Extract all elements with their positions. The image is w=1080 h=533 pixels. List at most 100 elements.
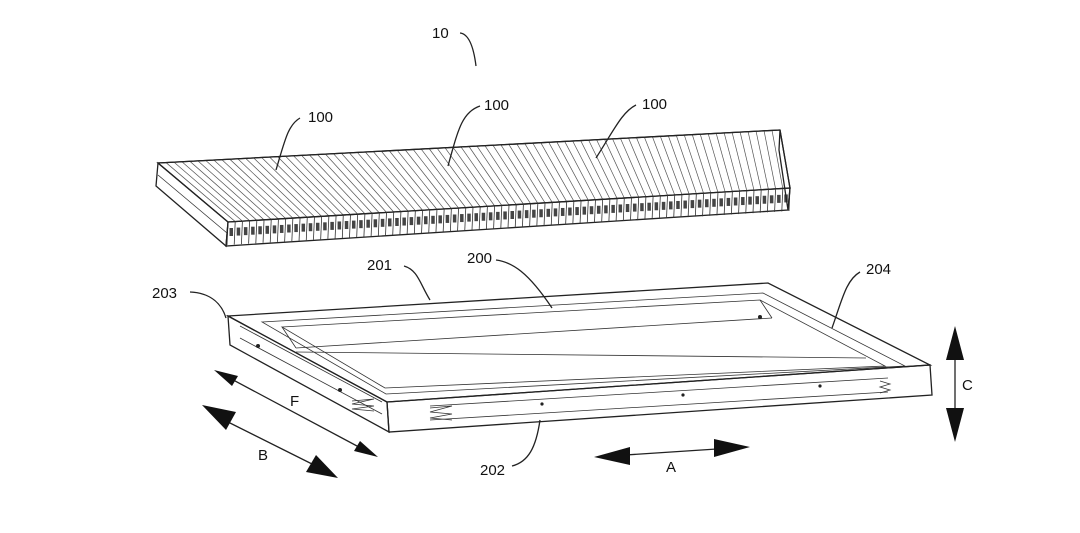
cell-rib bbox=[699, 134, 719, 193]
cell-rib bbox=[197, 160, 265, 221]
cell-divider bbox=[558, 201, 560, 225]
cell-rib bbox=[588, 140, 618, 199]
cell-terminal bbox=[712, 198, 716, 207]
cell-rib bbox=[301, 155, 358, 215]
cell-rib bbox=[349, 152, 402, 212]
cell-terminal bbox=[496, 211, 500, 220]
cell-divider bbox=[543, 202, 546, 226]
cell-terminal bbox=[380, 218, 385, 227]
label-direction-length: A bbox=[666, 459, 676, 476]
cell-terminal bbox=[373, 219, 378, 228]
arrow-c-top-head bbox=[946, 326, 964, 360]
cell-rib bbox=[731, 132, 748, 191]
cell-divider bbox=[284, 218, 287, 242]
cell-rib bbox=[229, 158, 294, 219]
cell-rib bbox=[245, 158, 308, 218]
label-frame: 200 bbox=[467, 250, 492, 267]
arrow-a-shaft bbox=[609, 447, 733, 457]
cell-rib bbox=[707, 133, 726, 193]
cell-terminal bbox=[517, 210, 522, 219]
cell-divider bbox=[514, 204, 517, 228]
frame-tray bbox=[225, 282, 933, 434]
cell-terminal bbox=[705, 199, 709, 208]
cell-terminal bbox=[532, 209, 536, 218]
cell-rib bbox=[676, 135, 697, 194]
arrow-c-bottom-head bbox=[946, 408, 964, 442]
cell-divider bbox=[709, 192, 712, 216]
cell-divider bbox=[341, 215, 344, 239]
cell-rib bbox=[293, 155, 351, 215]
cell-divider bbox=[536, 203, 539, 227]
cell-terminal bbox=[755, 196, 759, 205]
cell-terminal bbox=[560, 207, 565, 216]
cell-divider bbox=[399, 211, 402, 235]
cell-divider bbox=[233, 221, 236, 245]
cell-terminal bbox=[777, 194, 781, 203]
battery-cell-stack bbox=[155, 129, 791, 248]
cell-terminal bbox=[251, 226, 255, 235]
cell-rib bbox=[404, 149, 452, 209]
cell-rib bbox=[452, 147, 495, 207]
cell-rib bbox=[755, 131, 769, 190]
cell-rib bbox=[253, 157, 315, 218]
cell-terminal bbox=[287, 224, 291, 233]
cell-rib bbox=[341, 153, 394, 213]
cell-terminal bbox=[690, 200, 695, 209]
cell-divider bbox=[507, 204, 510, 229]
cell-terminal bbox=[647, 202, 651, 211]
cell-divider bbox=[457, 208, 459, 232]
cell-divider bbox=[277, 218, 279, 242]
cell-divider bbox=[658, 195, 661, 219]
cell-divider bbox=[637, 197, 640, 221]
label-direction-inner-width: F bbox=[290, 393, 299, 410]
cell-terminal-teeth bbox=[226, 187, 791, 246]
cell-rib bbox=[620, 138, 647, 197]
direction-arrows bbox=[202, 326, 964, 478]
cell-rib bbox=[468, 146, 510, 206]
cell-divider bbox=[694, 193, 697, 217]
cell-divider bbox=[522, 204, 524, 228]
label-assembly: 10 bbox=[432, 25, 449, 42]
cell-terminal bbox=[510, 211, 514, 219]
label-cell-middle: 100 bbox=[484, 97, 509, 114]
cell-terminal bbox=[582, 206, 587, 215]
arrow-a-right-head bbox=[714, 439, 750, 457]
cell-terminal bbox=[676, 200, 680, 209]
cell-divider bbox=[730, 191, 733, 215]
cell-terminal bbox=[474, 213, 478, 222]
arrow-a-left-head bbox=[594, 447, 630, 465]
cell-divider bbox=[291, 218, 294, 242]
cell-terminal bbox=[409, 217, 414, 226]
arrow-b-lower-head bbox=[306, 455, 338, 478]
cell-rib bbox=[691, 134, 712, 193]
cell-divider bbox=[392, 211, 395, 235]
reference-labels: 10 100 100 100 200 201 202 203 204 A B C… bbox=[152, 25, 973, 479]
label-frame-bottom-beam: 202 bbox=[480, 462, 505, 479]
cell-divider bbox=[594, 199, 596, 223]
cell-rib bbox=[508, 144, 546, 204]
cell-terminal bbox=[726, 197, 731, 206]
cell-divider bbox=[666, 195, 668, 219]
cell-divider bbox=[313, 216, 315, 240]
cell-rib bbox=[213, 159, 279, 220]
label-frame-right-end: 204 bbox=[866, 261, 891, 278]
cell-rib bbox=[436, 147, 481, 207]
cell-divider bbox=[385, 212, 387, 236]
cell-rib bbox=[612, 138, 640, 198]
cell-terminal bbox=[553, 208, 558, 217]
cell-divider bbox=[529, 203, 532, 227]
cell-rib bbox=[636, 137, 661, 196]
cell-rib bbox=[739, 132, 755, 191]
cell-divider bbox=[334, 215, 337, 239]
cell-divider bbox=[601, 199, 604, 223]
cell-terminal bbox=[395, 217, 399, 226]
cell-divider bbox=[774, 188, 776, 212]
cell-rib bbox=[189, 161, 258, 221]
cell-terminal bbox=[243, 227, 248, 236]
cell-rib bbox=[444, 147, 488, 207]
cell-rib bbox=[652, 136, 676, 196]
cell-terminal bbox=[416, 216, 421, 225]
cell-rib bbox=[373, 151, 423, 211]
